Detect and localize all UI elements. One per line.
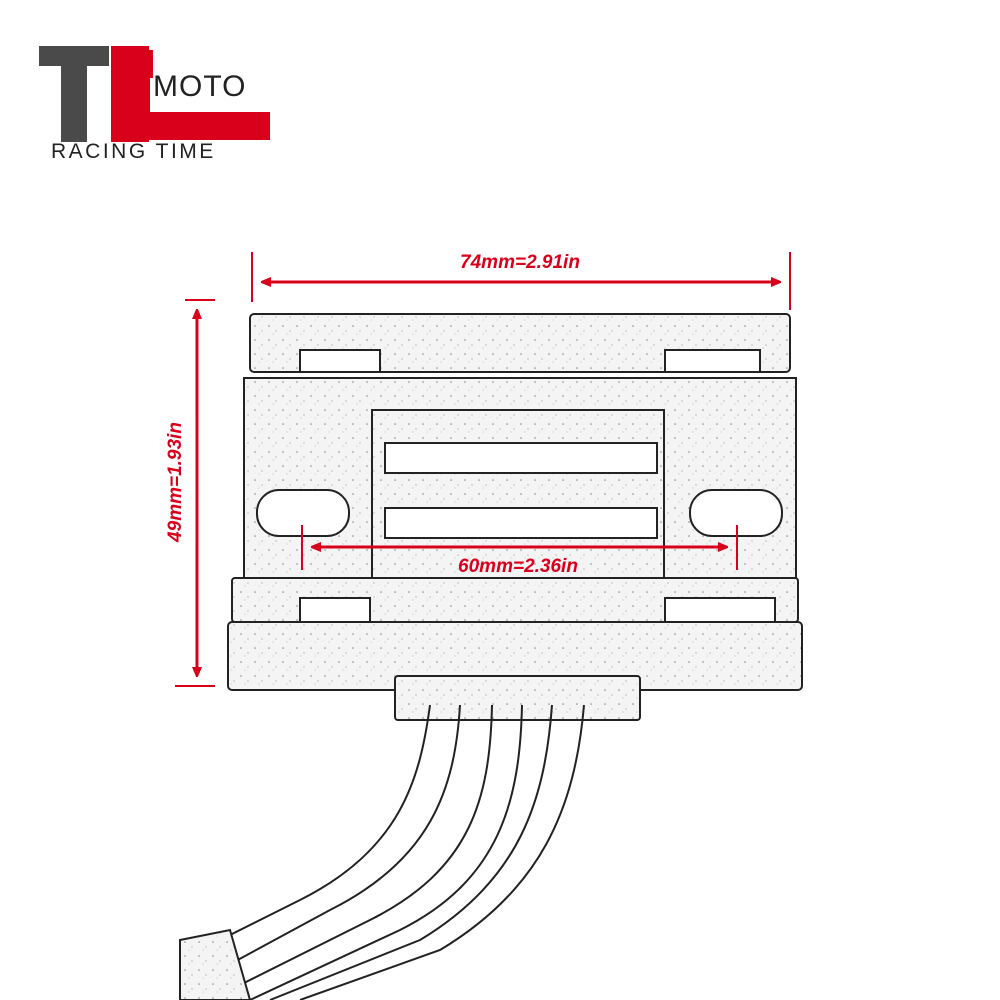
lower-rib-right	[664, 597, 776, 623]
top-fin	[249, 313, 791, 373]
moto-box	[115, 50, 270, 140]
wire-sleeve	[179, 928, 252, 1000]
groove-1	[384, 442, 658, 474]
wire-4	[249, 704, 523, 1000]
lower-rib-left	[299, 597, 371, 623]
wire-1	[199, 704, 431, 951]
wire-3	[229, 704, 493, 991]
hole-spacing-dimension: 60mm=2.36in	[301, 525, 738, 577]
logo-tagline: RACING TIME	[51, 140, 216, 163]
width-label: 74mm=2.91in	[460, 252, 580, 273]
hole-spacing-label: 60mm=2.36in	[458, 556, 578, 577]
top-rib-right	[664, 349, 761, 373]
groove-2	[384, 507, 658, 539]
wire-connector	[394, 675, 641, 721]
height-dimension: 49mm=1.93in	[165, 299, 215, 687]
wire-6	[299, 704, 585, 1000]
moto-text: MOTO	[153, 70, 247, 103]
regulator-body	[227, 313, 803, 721]
width-dimension: 74mm=2.91in	[251, 252, 791, 310]
brand-logo: MOTO RACING TIME	[35, 42, 285, 172]
top-rib-left	[299, 349, 381, 373]
height-label: 49mm=1.93in	[165, 422, 186, 543]
wire-2	[209, 704, 461, 976]
wire-harness	[179, 704, 585, 1000]
center-block	[371, 409, 665, 581]
wire-5	[269, 704, 553, 1000]
